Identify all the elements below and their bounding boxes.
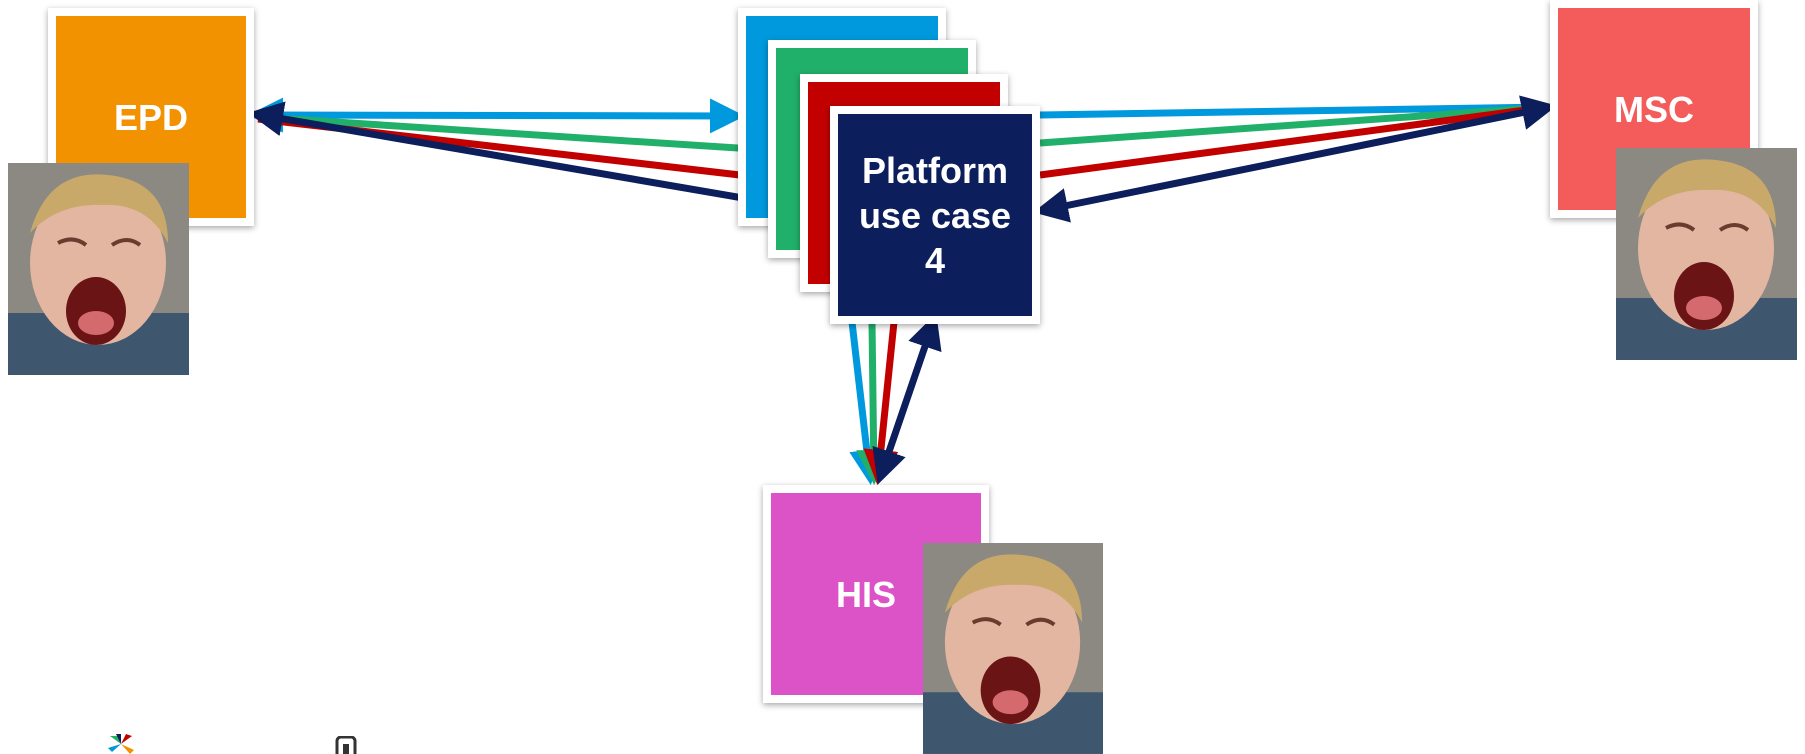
pinwheel-logo-icon	[108, 734, 134, 754]
crying-child-photo-bottom	[923, 543, 1103, 754]
crying-child-photo-right	[1616, 148, 1797, 360]
arrow-platform-4-his	[872, 313, 942, 485]
arrow-epd-platform-2	[257, 113, 775, 166]
arrow-platform-4-msc	[1033, 95, 1557, 223]
platform-card-4-label: Platform use case 4	[858, 149, 1012, 281]
crying-child-photo-left	[8, 163, 189, 375]
phone-logo-icon	[335, 736, 357, 754]
his-label: HIS	[835, 573, 896, 615]
arrow-epd-platform-1	[248, 97, 745, 134]
arrow-epd-platform-4	[248, 101, 837, 226]
crying-child-illustration	[8, 163, 189, 375]
arrow-platform-2-his	[856, 321, 892, 485]
platform-card-4: Platform use case 4	[830, 106, 1040, 324]
msc-label: MSC	[1614, 88, 1694, 130]
crying-child-illustration	[923, 543, 1103, 754]
arrow-platform-1-his	[848, 321, 885, 485]
crying-child-illustration	[1616, 148, 1797, 360]
epd-label: EPD	[113, 96, 189, 138]
